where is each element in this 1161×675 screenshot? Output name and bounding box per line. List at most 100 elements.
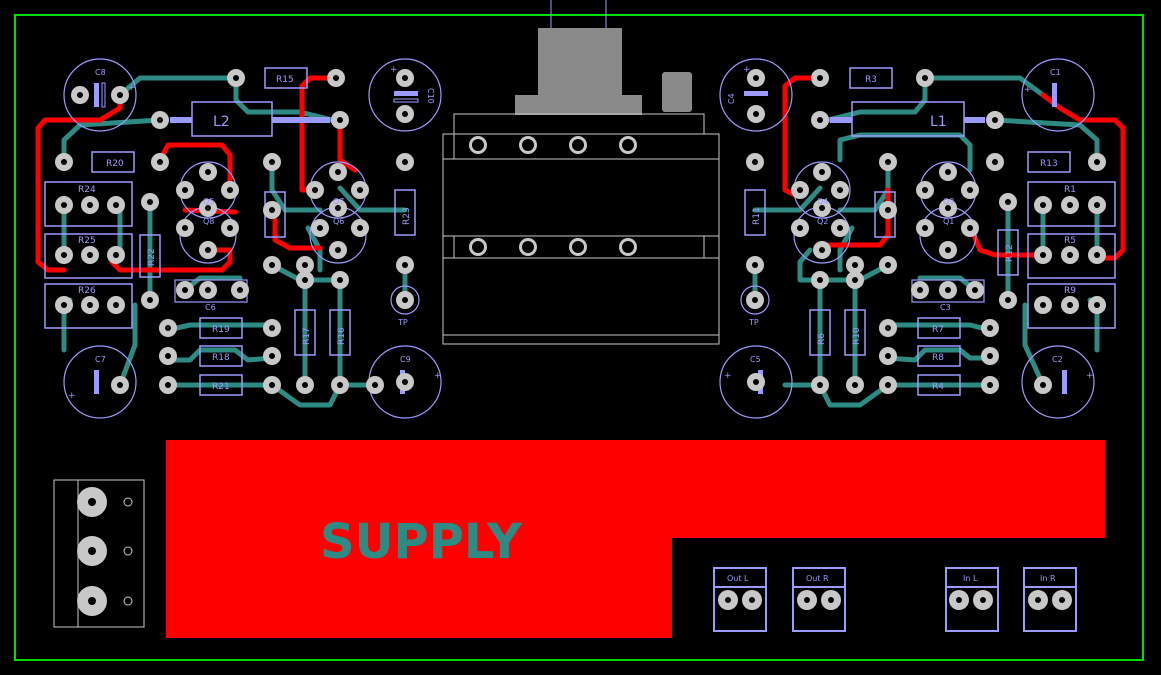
pad-hole — [337, 382, 343, 388]
plus-c1: + — [1024, 85, 1032, 95]
label-r13: R13 — [1040, 159, 1058, 169]
pad-hole — [1005, 199, 1011, 205]
pad-hole — [337, 277, 343, 283]
pad-hole — [77, 92, 83, 98]
pad-hole — [956, 597, 962, 603]
pad-hole — [1067, 252, 1073, 258]
pad-hole — [147, 199, 153, 205]
board-outline — [14, 14, 1144, 661]
pad-hole — [817, 117, 823, 123]
pad-hole — [1040, 252, 1046, 258]
jack-pad-hole — [472, 139, 484, 151]
pad-hole — [87, 202, 93, 208]
pad-hole — [205, 205, 211, 211]
pad-hole — [1067, 302, 1073, 308]
pad-hole — [804, 597, 810, 603]
pad-hole — [752, 262, 758, 268]
pad-hole — [227, 187, 233, 193]
label-c9: C9 — [400, 355, 411, 364]
label-r9: R9 — [1064, 286, 1076, 296]
pad-hole — [967, 225, 973, 231]
plus-c2: + — [1086, 371, 1094, 381]
label-q6: Q6 — [333, 217, 344, 226]
jack-pad-hole — [622, 139, 634, 151]
pad-hole — [749, 597, 755, 603]
pad-hole — [157, 159, 163, 165]
pad-hole — [819, 169, 825, 175]
pad-hole — [113, 202, 119, 208]
label-r19: R19 — [212, 325, 230, 335]
label-r26: R26 — [78, 286, 96, 296]
pad-hole — [797, 187, 803, 193]
label-r25: R25 — [78, 236, 96, 246]
pad-hole — [88, 498, 96, 506]
pad-hole — [402, 379, 408, 385]
pad-hole — [1005, 297, 1011, 303]
label-in-l: In L — [963, 574, 978, 583]
pad-hole — [1040, 202, 1046, 208]
label-r16: R16 — [337, 327, 347, 345]
pad-hole — [113, 252, 119, 258]
pad-hole — [237, 287, 243, 293]
label-r7: R7 — [932, 325, 944, 335]
pad-hole — [335, 205, 341, 211]
pad-hole — [917, 287, 923, 293]
pad-hole — [817, 277, 823, 283]
pad-hole — [302, 382, 308, 388]
pad-hole — [87, 252, 93, 258]
label-r4: R4 — [932, 382, 944, 392]
pad-hole — [992, 159, 998, 165]
pad-hole — [885, 382, 891, 388]
label-r15: R15 — [276, 75, 294, 85]
label-c8: C8 — [95, 68, 106, 77]
pad-hole — [61, 202, 67, 208]
pad-hole — [852, 262, 858, 268]
pad-hole — [302, 262, 308, 268]
pad-hole — [312, 187, 318, 193]
pad-hole — [922, 187, 928, 193]
pad-hole — [922, 225, 928, 231]
pad-hole — [182, 287, 188, 293]
pad-hole — [1067, 202, 1073, 208]
plus-c5: + — [724, 371, 732, 381]
pad-hole — [157, 117, 163, 123]
pad-hole — [885, 159, 891, 165]
pad-hole — [987, 382, 993, 388]
pad-hole — [317, 225, 323, 231]
jack-pad-hole — [622, 241, 634, 253]
jack-pad-hole — [472, 241, 484, 253]
silkscreen-labels: C8 C1 C7 C9 C5 C2 C10 C4 C6 C3 R15 R3 R2… — [68, 65, 1094, 583]
pad-hole — [182, 187, 188, 193]
pad-hole — [885, 262, 891, 268]
label-r1: R1 — [1064, 185, 1076, 195]
label-c6: C6 — [205, 303, 216, 312]
plus-c7: + — [68, 391, 76, 401]
pad-hole — [335, 169, 341, 175]
plus-c10: + — [390, 65, 398, 75]
pad-hole — [402, 262, 408, 268]
pad-hole — [88, 597, 96, 605]
label-q3: Q3 — [943, 197, 954, 206]
label-r17: R17 — [302, 327, 312, 345]
pad-hole — [117, 92, 123, 98]
pad-hole — [852, 277, 858, 283]
pad-hole — [885, 325, 891, 331]
plus-c4: + — [743, 65, 751, 75]
label-tp-right: TP — [748, 318, 759, 327]
pad-hole — [945, 247, 951, 253]
pad-hole — [797, 225, 803, 231]
pad-hole — [1040, 382, 1046, 388]
pad-hole — [205, 287, 211, 293]
pad-hole — [987, 325, 993, 331]
pad-hole — [61, 302, 67, 308]
pad-hole — [372, 382, 378, 388]
pad-hole — [227, 225, 233, 231]
label-r11: R11 — [752, 207, 762, 225]
potentiometer — [442, 0, 720, 345]
pad-hole — [269, 353, 275, 359]
jack-pad-hole — [572, 139, 584, 151]
pad-hole — [752, 159, 758, 165]
label-r6: R6 — [817, 333, 827, 345]
supply-label: SUPPLY — [320, 514, 523, 570]
pad-hole — [852, 382, 858, 388]
